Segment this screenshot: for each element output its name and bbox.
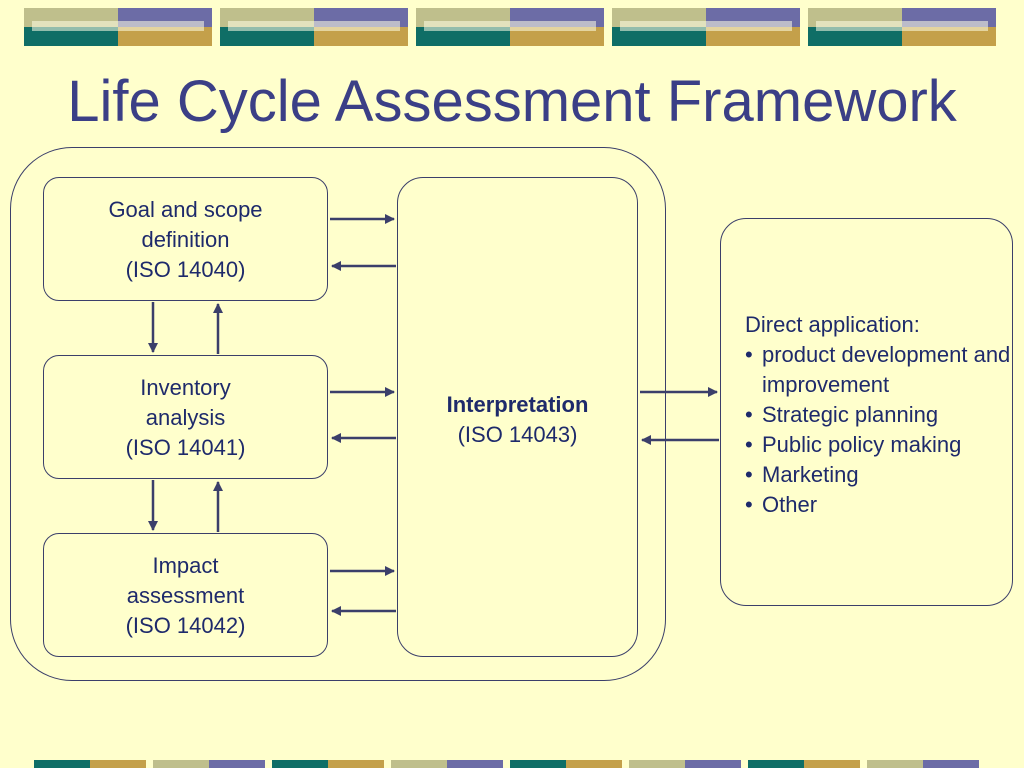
applications-list: product development and improvement Stra… — [745, 340, 1012, 520]
top-decorative-band — [0, 8, 1024, 46]
bottom-band-segment — [209, 760, 265, 768]
impact-line1: Impact — [152, 553, 219, 578]
interpretation-label: Interpretation — [446, 392, 589, 417]
bottom-decorative-band — [0, 760, 1024, 768]
impact-standard: (ISO 14042) — [125, 613, 246, 638]
bottom-band-segment — [34, 760, 90, 768]
bottom-band-segment — [629, 760, 685, 768]
application-item: Marketing — [745, 460, 1012, 490]
interpretation-box: Interpretation (ISO 14043) — [397, 177, 638, 657]
application-item: product development and improvement — [745, 340, 1012, 400]
band-tile — [220, 8, 408, 46]
bottom-band-segment — [748, 760, 804, 768]
bottom-band-segment — [447, 760, 503, 768]
application-item: Public policy making — [745, 430, 1012, 460]
inventory-standard: (ISO 14041) — [125, 435, 246, 460]
lca-framework-frame — [10, 147, 666, 681]
direct-applications-box: Direct application: product development … — [720, 218, 1013, 606]
goal-scope-line1: Goal and scope — [108, 197, 263, 222]
slide-title: Life Cycle Assessment Framework — [67, 69, 957, 134]
bottom-band-segment — [510, 760, 566, 768]
bottom-band-segment — [685, 760, 741, 768]
goal-scope-line2: definition — [141, 227, 230, 252]
bottom-band-segment — [923, 760, 979, 768]
goal-scope-box: Goal and scope definition (ISO 14040) — [43, 177, 328, 301]
inventory-analysis-box: Inventory analysis (ISO 14041) — [43, 355, 328, 479]
bottom-band-segment — [153, 760, 209, 768]
impact-line2: assessment — [126, 583, 245, 608]
application-item: Other — [745, 490, 1012, 520]
band-tile — [808, 8, 996, 46]
bottom-band-segment — [328, 760, 384, 768]
bottom-band-segment — [90, 760, 146, 768]
goal-scope-standard: (ISO 14040) — [125, 257, 246, 282]
band-tile — [416, 8, 604, 46]
impact-assessment-box: Impact assessment (ISO 14042) — [43, 533, 328, 657]
bottom-band-segment — [272, 760, 328, 768]
applications-heading: Direct application: — [745, 312, 920, 337]
inventory-line2: analysis — [145, 405, 226, 430]
band-tile — [24, 8, 212, 46]
application-item: Strategic planning — [745, 400, 1012, 430]
interpretation-standard: (ISO 14043) — [457, 422, 578, 447]
bottom-band-segment — [804, 760, 860, 768]
bottom-band-segment — [867, 760, 923, 768]
inventory-line1: Inventory — [140, 375, 231, 400]
band-tile — [612, 8, 800, 46]
bottom-band-segment — [566, 760, 622, 768]
bottom-band-segment — [391, 760, 447, 768]
